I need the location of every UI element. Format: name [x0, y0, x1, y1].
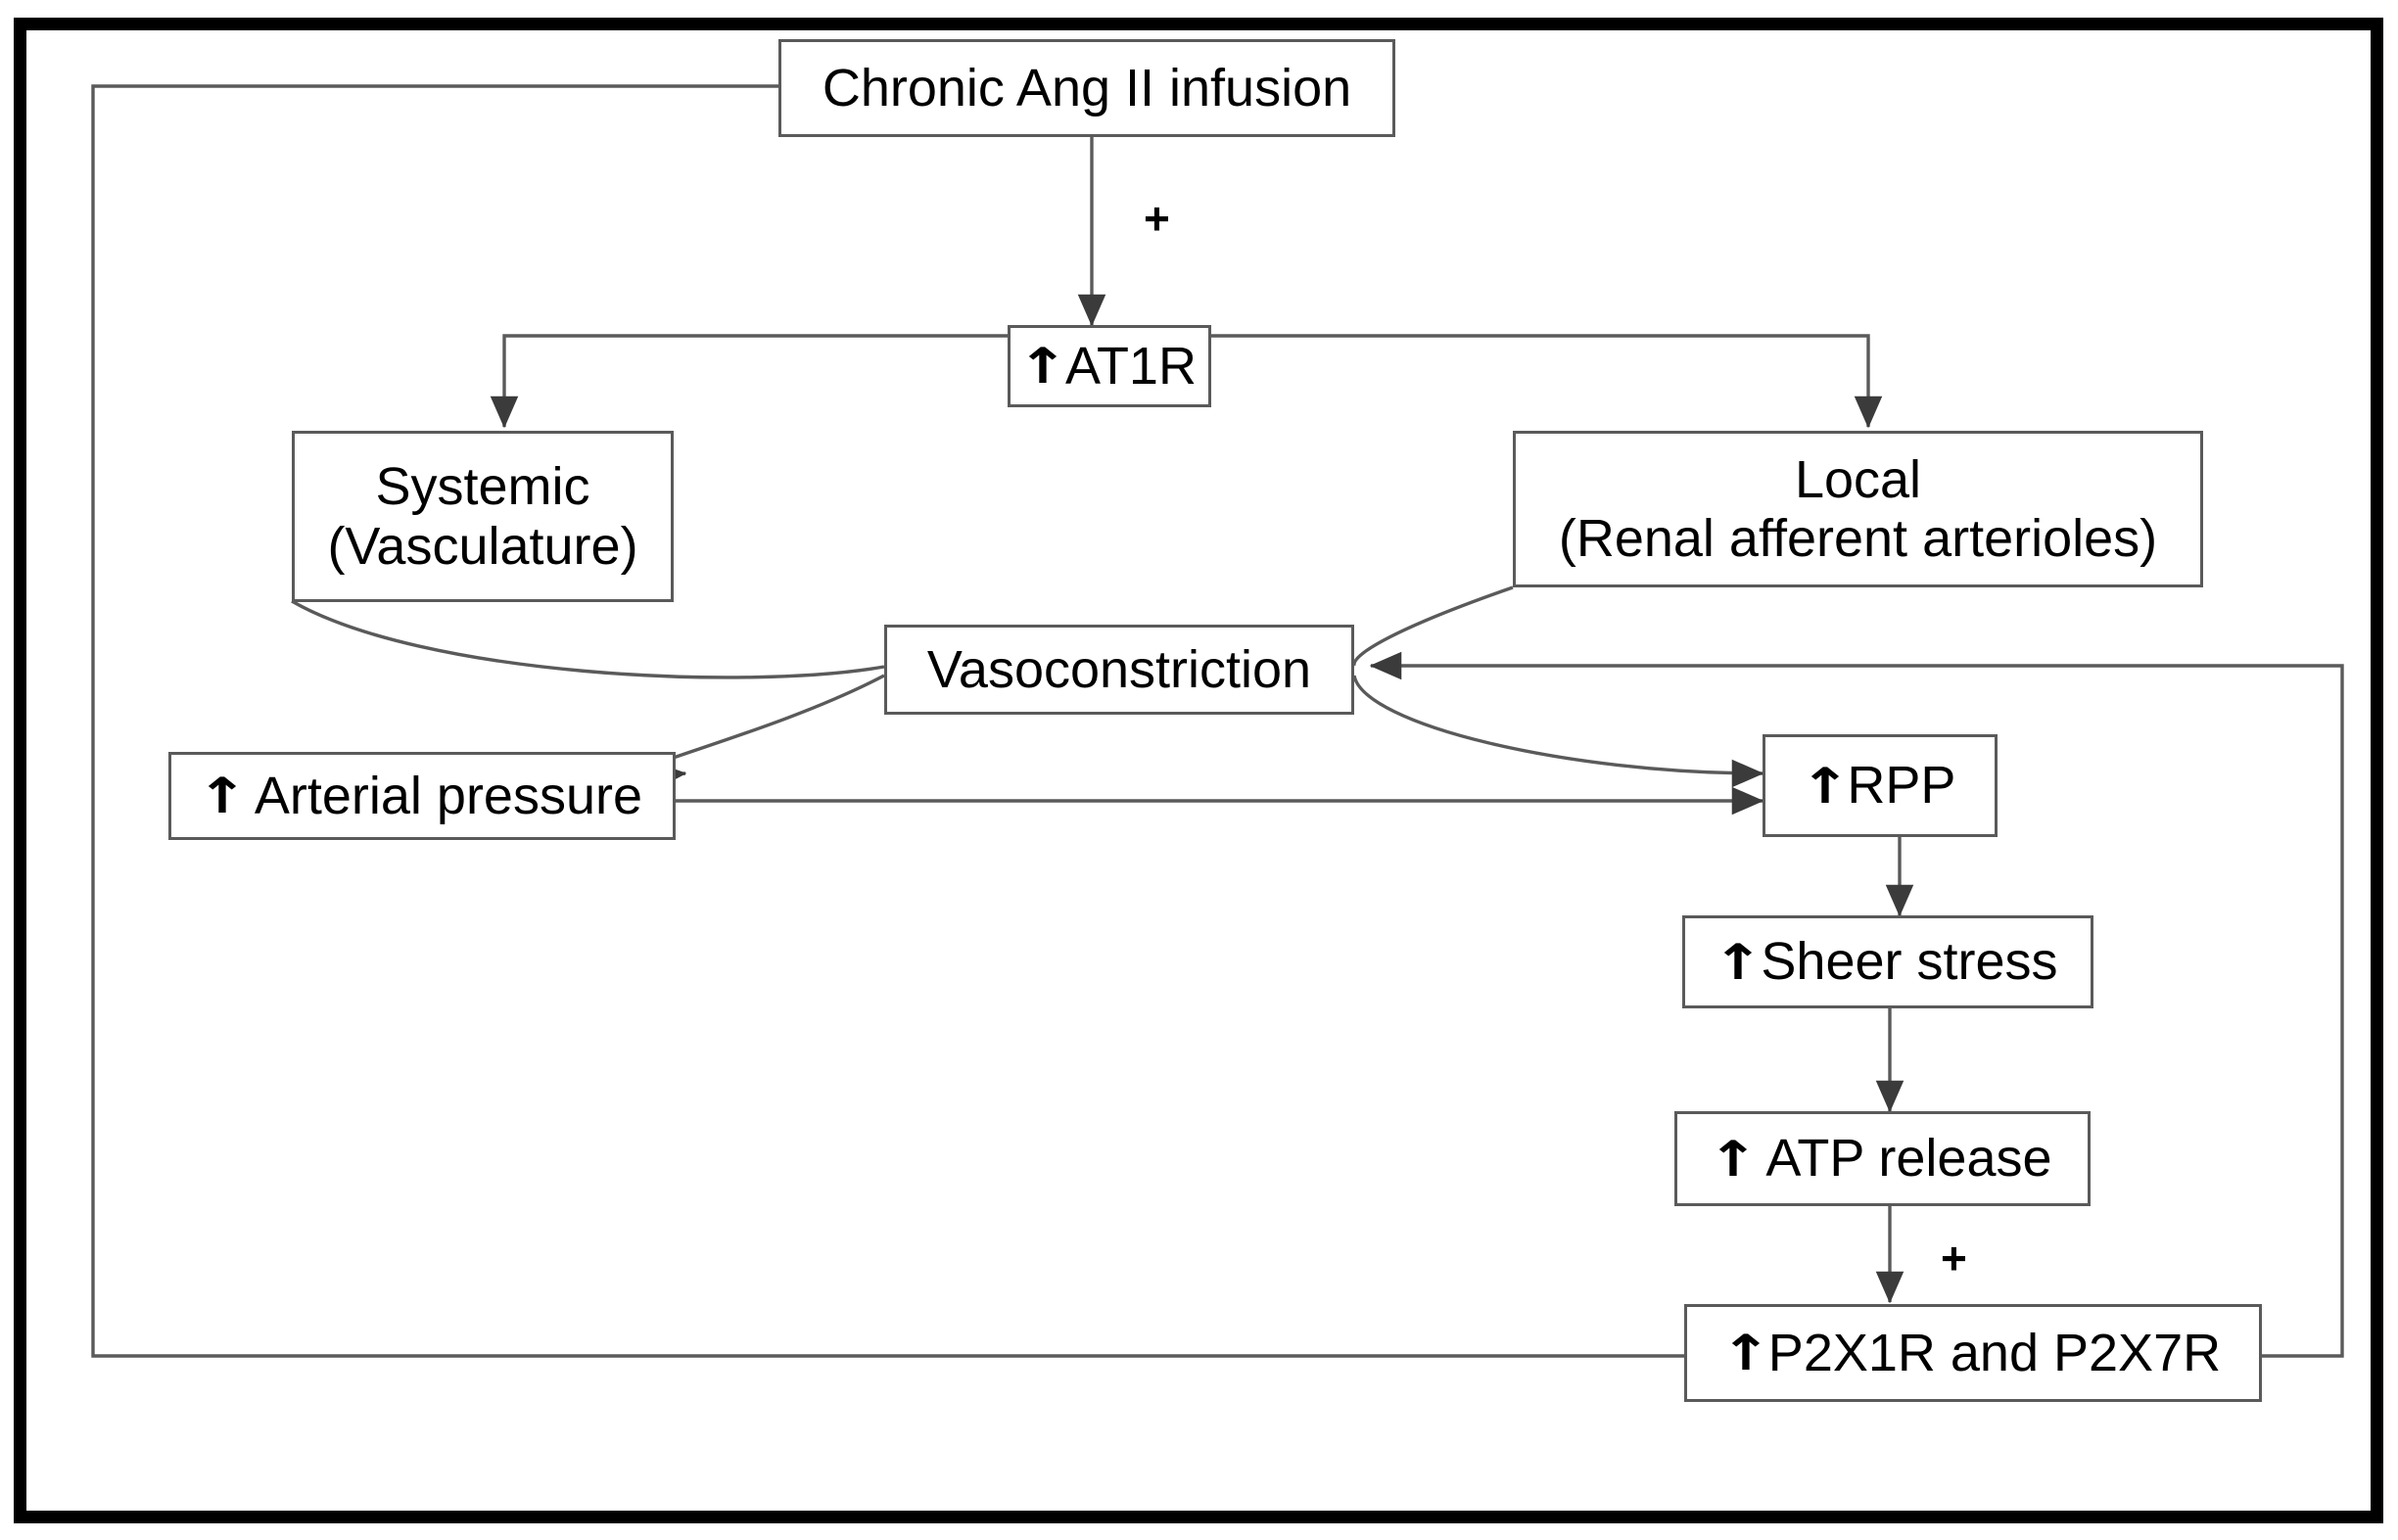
node-chronic-ang2-infusion-label: Chronic Ang II infusion: [822, 58, 1352, 117]
node-at1r[interactable]: ↑ AT1R: [1008, 325, 1211, 407]
up-arrow-icon-at1r: ↑: [1016, 338, 1069, 395]
node-systemic-line2: (Vasculature): [327, 516, 638, 576]
edge-vasoconstriction-to-rpp: [1352, 675, 1764, 788]
node-systemic-line1: Systemic: [375, 457, 590, 517]
edge-systemic-to-vasoconstriction: [291, 599, 885, 679]
node-p2x1r-and-p2x7r[interactable]: ↑ P2X1R and P2X7R: [1684, 1304, 2262, 1402]
node-local-line2: (Renal afferent arterioles): [1558, 509, 2158, 568]
up-arrow-icon-p2x: ↑: [1719, 1325, 1772, 1381]
node-p2x-label: P2X1R and P2X7R: [1767, 1323, 2222, 1382]
node-rpp-label: RPP: [1847, 756, 1956, 816]
up-arrow-icon-sheer-stress: ↑: [1713, 933, 1764, 991]
node-arterial-pressure-label: Arterial pressure: [254, 766, 643, 825]
plus-sign-ang2-at1r: +: [1144, 193, 1170, 244]
edge-p2x-to-vasoconstriction-feedback: [1369, 651, 2344, 1358]
node-local-line1: Local: [1794, 449, 1922, 509]
node-at1r-label: AT1R: [1064, 336, 1197, 396]
edge-local-to-vasoconstriction: [1352, 585, 1514, 667]
up-arrow-icon-rpp: ↑: [1799, 757, 1851, 815]
node-sheer-stress-label: Sheer stress: [1761, 932, 2058, 992]
up-arrow-icon-atp-release: ↑: [1708, 1130, 1760, 1188]
edge-vasoconstriction-to-arterial-pressure: [638, 674, 885, 790]
node-vasoconstriction[interactable]: Vasoconstriction: [884, 625, 1354, 715]
plus-sign-atp-p2x: +: [1941, 1233, 1967, 1283]
node-chronic-ang2-infusion[interactable]: Chronic Ang II infusion: [778, 39, 1395, 137]
node-atp-release-label: ATP release: [1765, 1129, 2052, 1189]
node-systemic-vasculature[interactable]: Systemic (Vasculature): [292, 431, 674, 602]
node-sheer-stress[interactable]: ↑ Sheer stress: [1682, 915, 2093, 1008]
node-atp-release[interactable]: ↑ ATP release: [1674, 1111, 2091, 1206]
node-rpp[interactable]: ↑ RPP: [1763, 734, 1998, 837]
node-local-renal-afferent-arterioles[interactable]: Local (Renal afferent arterioles): [1513, 431, 2203, 587]
node-arterial-pressure[interactable]: ↑ Arterial pressure: [168, 752, 676, 840]
edge-p2x-to-ang2-feedback: [91, 84, 1684, 1358]
edge-at1r-to-local: [1211, 334, 1883, 429]
edge-at1r-to-systemic: [490, 334, 1008, 429]
up-arrow-icon-arterial-pressure: ↑: [196, 768, 249, 824]
node-vasoconstriction-label: Vasoconstriction: [926, 639, 1312, 699]
